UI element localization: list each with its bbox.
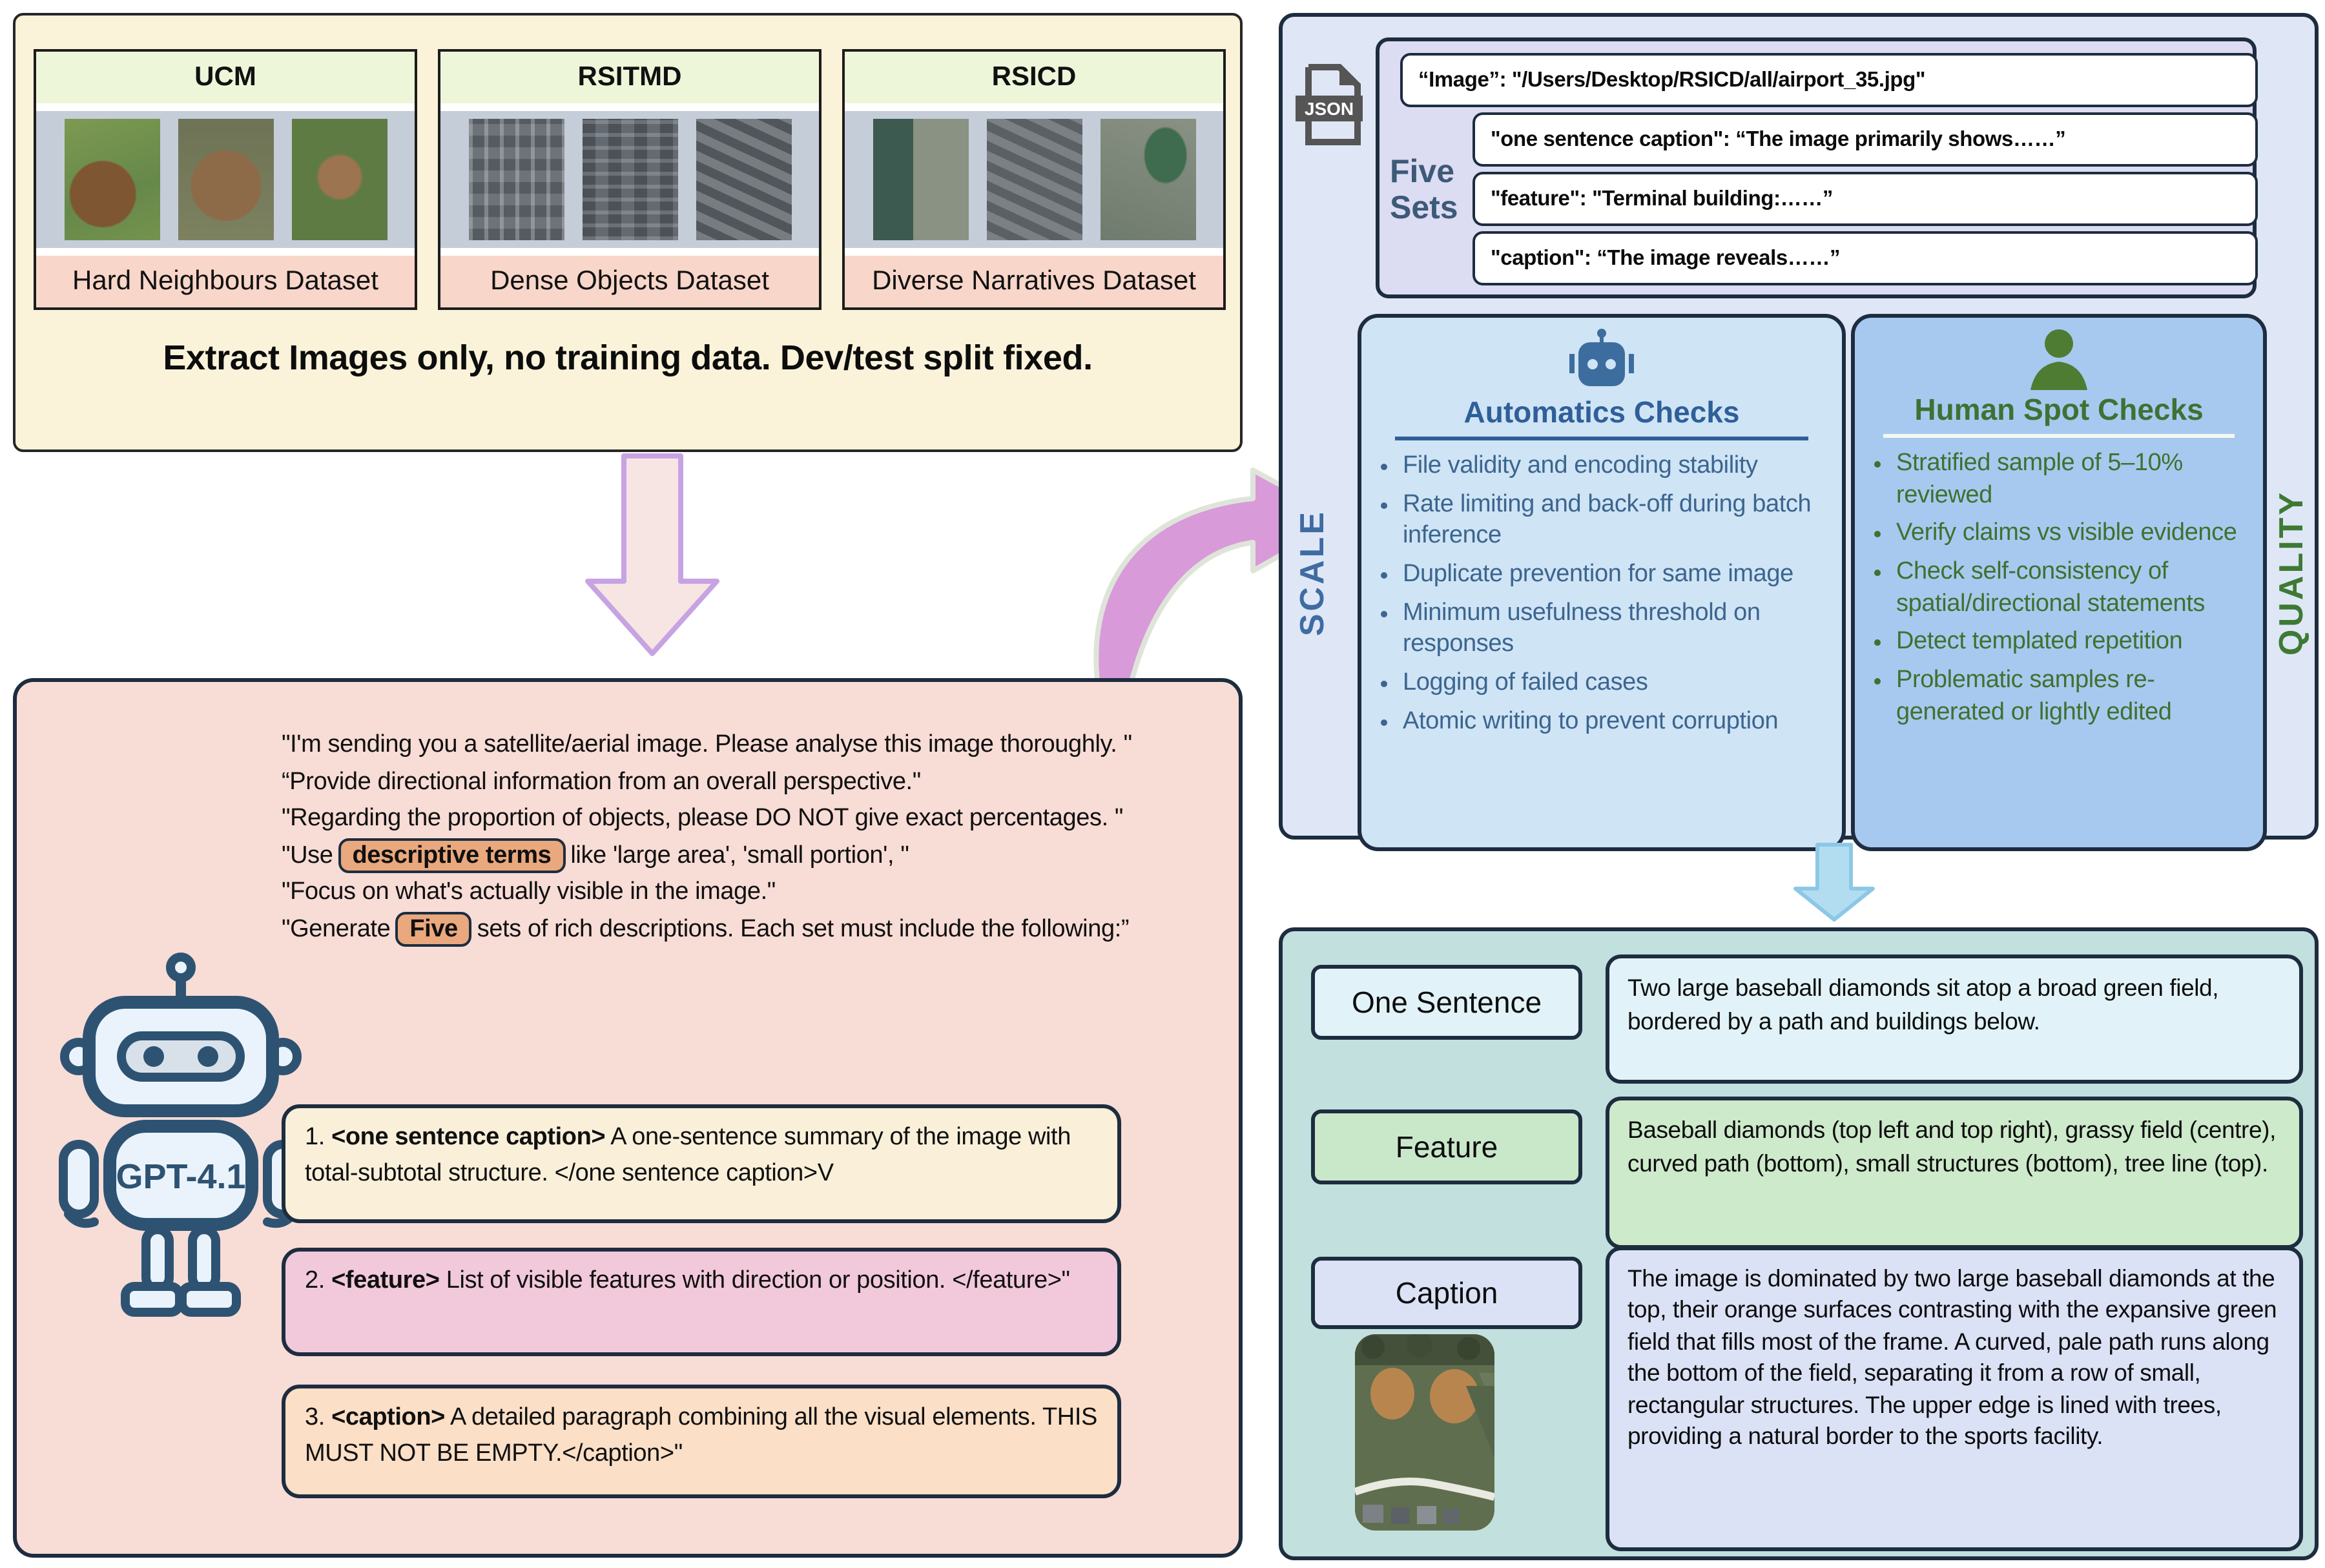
satellite-thumbnail [468,119,564,240]
dataset-card-rsitmd: RSITMD Dense Objects Dataset [438,49,822,310]
caption-text: The image is dominated by two large base… [1606,1246,2303,1551]
datasets-panel: UCM Hard Neighbours Dataset RSITMD [13,13,1243,452]
dataset-title: RSICD [845,52,1223,103]
quality-axis-label: QUALITY [2271,489,2311,655]
check-item: Minimum usefulness threshold on response… [1403,598,1829,662]
descriptive-terms-chip: descriptive terms [338,838,566,874]
check-item: File validity and encoding stability [1403,451,1829,482]
output-panel: One Sentence Two large baseball diamonds… [1279,927,2319,1560]
five-sets-label: Five Sets [1390,154,1458,225]
one-sentence-label: One Sentence [1311,965,1582,1040]
satellite-thumbnail [986,119,1082,240]
check-item: Logging of failed cases [1403,668,1829,699]
dataset-title: RSITMD [440,52,819,103]
satellite-thumbnail [582,119,677,240]
prompt-text: "I'm sending you a satellite/aerial imag… [282,727,1134,948]
check-item: Atomic writing to prevent corruption [1403,707,1829,738]
feature-spec-box: 2. <feature> List of visible features wi… [282,1248,1121,1356]
check-item: Rate limiting and back-off during batch … [1403,489,1829,553]
satellite-thumbnail [696,119,791,240]
dataset-cards-row: UCM Hard Neighbours Dataset RSITMD [34,49,1227,310]
datasets-note: Extract Images only, no training data. D… [163,338,1093,377]
gpt-model-label: GPT-4.1 [116,1157,245,1196]
feature-text: Baseball diamonds (top left and top righ… [1606,1097,2303,1249]
dataset-card-ucm: UCM Hard Neighbours Dataset [34,49,417,310]
check-item: Stratified sample of 5–10% reviewed [1896,448,2250,512]
automatic-checks-list: File validity and encoding stability Rat… [1361,451,1842,738]
prompt-panel: GPT-4.1 "I'm sending you a satellite/aer… [13,678,1243,1558]
gpt-robot-icon: GPT-4.1 [59,953,303,1317]
prompt-line: "Regarding the proportion of objects, pl… [282,805,1123,832]
down-arrow-pink [585,453,719,656]
dataset-label: Dense Objects Dataset [440,256,819,307]
json-record-one-sentence: "one sentence caption": “The image prima… [1472,112,2258,167]
dataset-thumbnails [36,111,415,248]
scale-axis-label: SCALE [1292,508,1331,636]
dataset-title: UCM [36,52,415,103]
satellite-thumbnail [873,119,968,240]
robot-head-icon [1569,329,1634,386]
satellite-thumbnail [64,119,160,240]
check-item: Verify claims vs visible evidence [1896,519,2250,550]
one-sentence-caption-spec-box: 1. <one sentence caption> A one-sentence… [282,1104,1121,1223]
json-record-caption: "caption": “The image reveals……” [1472,231,2258,285]
title-underline [1883,434,2235,438]
title-underline [1395,437,1808,440]
human-spot-checks-list: Stratified sample of 5–10% reviewed Veri… [1855,448,2263,729]
json-record-image: “Image”: "/Users/Desktop/RSICD/all/airpo… [1400,53,2258,107]
human-spot-checks-title: Human Spot Checks [1914,393,2204,426]
automatic-checks-box: Automatics Checks File validity and enco… [1358,314,1846,851]
check-item: Duplicate prevention for same image [1403,559,1829,591]
feature-label: Feature [1311,1109,1582,1184]
down-arrow-blue [1793,843,1875,922]
satellite-thumbnail [178,119,273,240]
dataset-card-rsicd: RSICD Diverse Narratives Dataset [842,49,1226,310]
satellite-thumbnail [1100,119,1195,240]
json-record-feature: "feature": "Terminal building:……” [1472,172,2258,226]
caption-spec-box: 3. <caption> A detailed paragraph combin… [282,1385,1121,1498]
qa-panel: JSON Five Sets “Image”: "/Users/Desktop/… [1279,13,2319,851]
five-sets-box: Five Sets “Image”: "/Users/Desktop/RSICD… [1376,37,2258,298]
prompt-line: "I'm sending you a satellite/aerial imag… [282,731,1132,758]
check-item: Problematic samples re-generated or ligh… [1896,665,2250,729]
check-item: Check self-consistency of spatial/direct… [1896,557,2250,621]
five-chip: Five [395,911,472,947]
dataset-label: Diverse Narratives Dataset [845,256,1223,307]
automatic-checks-title: Automatics Checks [1463,395,1740,429]
baseball-field-satellite-image [1355,1334,1494,1531]
human-spot-checks-box: Human Spot Checks Stratified sample of 5… [1851,314,2267,851]
person-icon [2031,329,2087,390]
satellite-thumbnail [291,119,387,240]
dataset-thumbnails [845,111,1223,248]
prompt-line: “Provide directional information from an… [282,768,921,795]
json-file-icon: JSON [1296,64,1363,145]
json-icon-label: JSON [1305,99,1354,119]
caption-label: Caption [1311,1257,1582,1329]
dataset-label: Hard Neighbours Dataset [36,256,415,307]
dataset-thumbnails [440,111,819,248]
check-item: Detect templated repetition [1896,627,2250,659]
prompt-line: "Focus on what's actually visible in the… [282,878,776,905]
one-sentence-text: Two large baseball diamonds sit atop a b… [1606,954,2303,1084]
